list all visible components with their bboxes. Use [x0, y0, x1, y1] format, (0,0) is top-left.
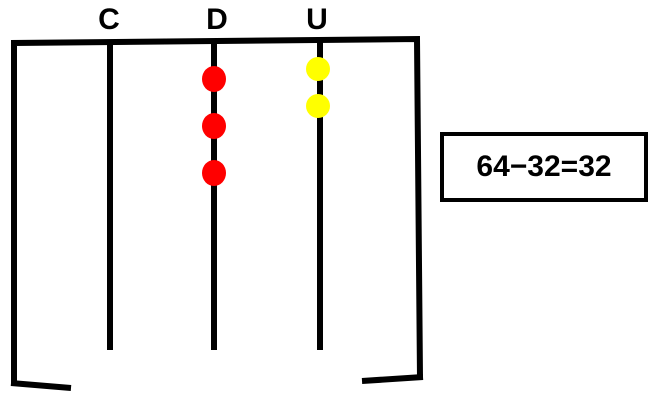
bead-d-2	[202, 113, 226, 139]
bead-d-1	[202, 66, 226, 92]
equation-text: 64−32=32	[476, 150, 612, 183]
rod-label-c: C	[98, 3, 120, 36]
rod-label-u: U	[306, 3, 328, 36]
rod-d-beads	[202, 66, 226, 186]
abacus-left-foot	[10, 380, 72, 391]
bead-d-3	[202, 160, 226, 186]
bead-u-2	[306, 94, 330, 118]
abacus-right-foot	[361, 374, 424, 384]
bead-u-1	[306, 57, 330, 81]
rod-label-d: D	[206, 3, 228, 36]
equation-box: 64−32=32	[440, 132, 648, 202]
rod-u-beads	[306, 57, 330, 118]
